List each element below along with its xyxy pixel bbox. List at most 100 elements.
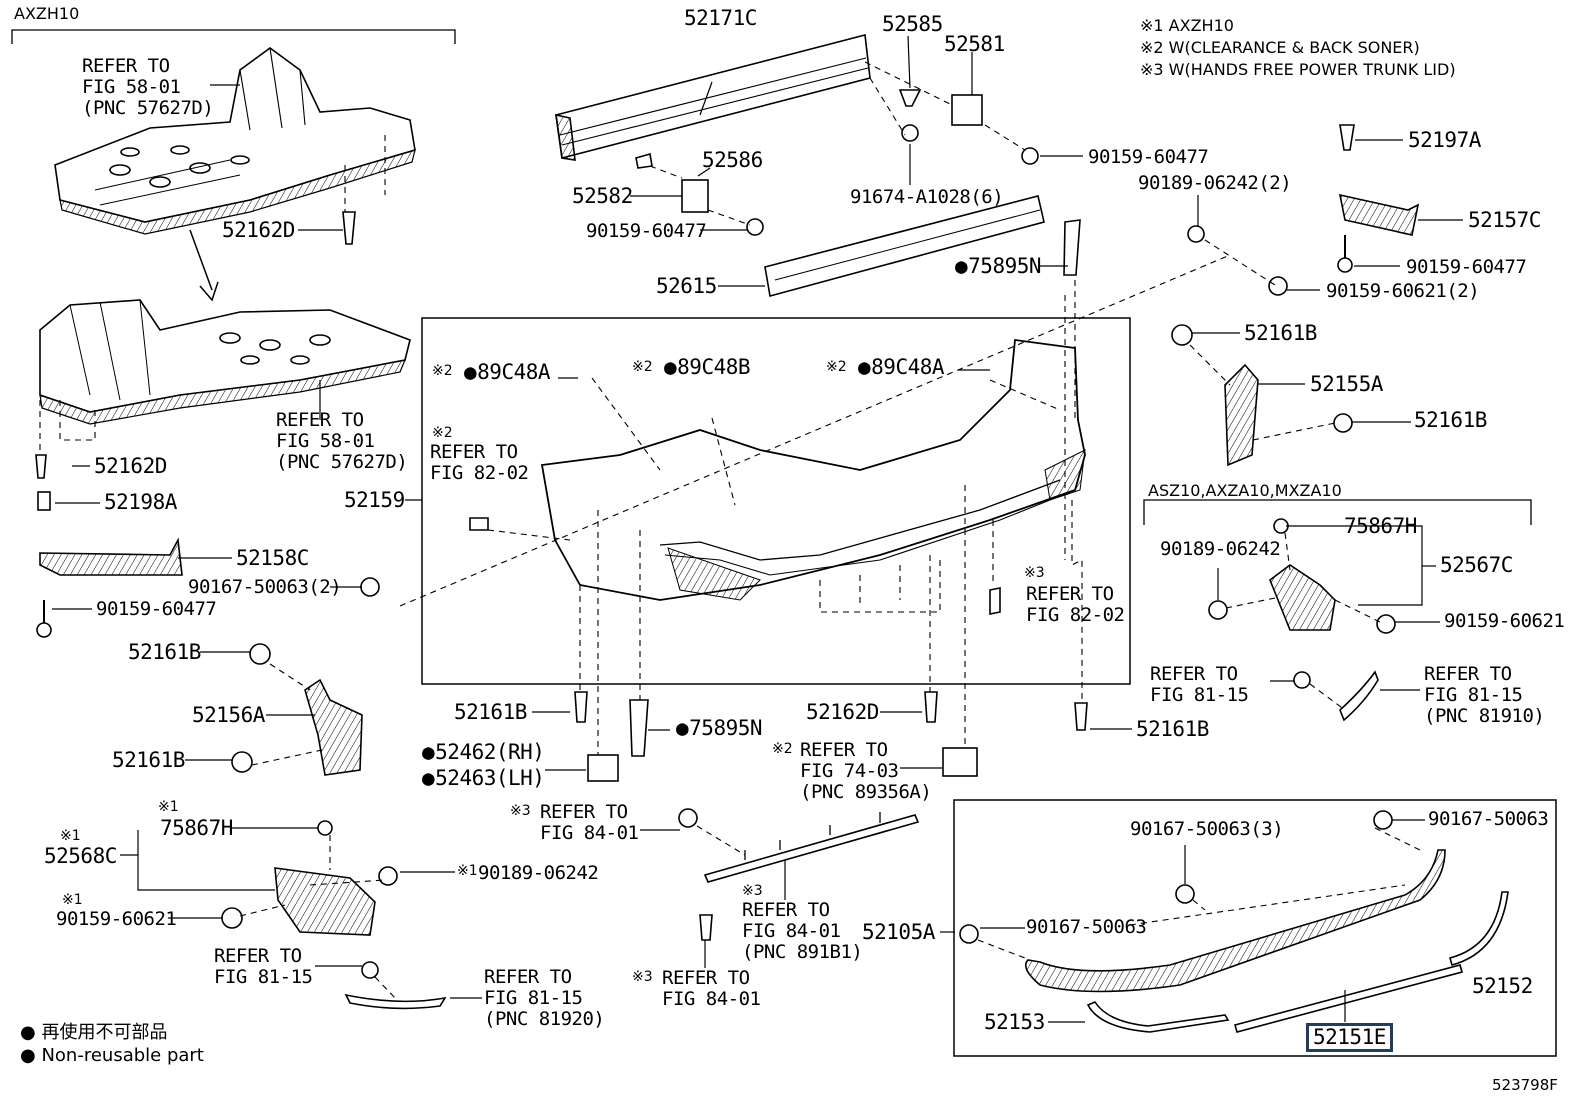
dashed-lines: [39, 61, 1421, 999]
note-2: ※2 W(CLEARANCE & BACK SONER): [1140, 38, 1420, 57]
part-52197A: 52197A: [1408, 128, 1481, 152]
bumper-cover-group-box: [421, 317, 1131, 685]
note-mark-fig-82-02-left: ※2: [432, 425, 453, 441]
note-mark-fig-84-01-c: ※3: [632, 969, 653, 985]
ref-fig-82-02-left: REFER TO FIG 82-02: [430, 441, 529, 484]
note-mark-89C48A-right: ※2: [826, 359, 847, 375]
part-89C48A-right: 89C48A: [858, 357, 944, 378]
upper-brackets: [635, 89, 1081, 298]
part-52171C: 52171C: [684, 6, 757, 30]
part-52198A: 52198A: [104, 490, 177, 514]
part-90167-50063-left: 90167-50063: [1026, 916, 1147, 938]
part-90159-60477-right: 90159-60477: [1406, 256, 1527, 278]
part-52105A: 52105A: [862, 920, 935, 944]
part-89C48A-left: 89C48A: [464, 362, 550, 383]
part-52463-lh: 52463(LH): [422, 768, 545, 789]
part-90159-60477-left: 90159-60477: [96, 598, 217, 620]
arrow-down: [189, 229, 219, 302]
part-52158C: 52158C: [236, 546, 309, 570]
ref-fig-74-03: REFER TO FIG 74-03 (PNC 89356A): [800, 739, 932, 803]
ref-fig-81-15-right-b: REFER TO FIG 81-15 (PNC 81910): [1424, 663, 1545, 727]
part-52161B-left-upper: 52161B: [128, 640, 201, 664]
part-52567C: 52567C: [1440, 553, 1513, 577]
part-75867H-right: 75867H: [1344, 514, 1417, 538]
part-52156A: 52156A: [192, 703, 265, 727]
legend-dot-icon: ●: [20, 1022, 36, 1043]
part-90167-50063-top-right: 90167-50063: [1428, 808, 1549, 830]
note-mark-89C48A-left: ※2: [432, 363, 453, 379]
legend-en: ● Non-reusable part: [20, 1047, 204, 1065]
part-75867H-left: 75867H: [160, 816, 233, 840]
part-90159-60621-left: 90159-60621: [56, 908, 177, 930]
engine-under-cover-top: [54, 47, 416, 235]
ref-fig-81-15-right-a: REFER TO FIG 81-15: [1150, 663, 1249, 706]
left-small-parts: [35, 211, 447, 1010]
part-90189-06242-left: 90189-06242: [478, 862, 599, 884]
ref-fig-84-01-c: REFER TO FIG 84-01: [662, 967, 761, 1010]
part-52153: 52153: [984, 1010, 1045, 1034]
bracket-52567C: [1208, 518, 1396, 722]
part-52581: 52581: [944, 32, 1005, 56]
part-52159: 52159: [344, 488, 405, 512]
note-mark-90159-60621: ※1: [62, 892, 83, 908]
part-52151E-highlighted: 52151E: [1306, 1023, 1393, 1052]
part-52161B-bottom-left: 52161B: [454, 700, 527, 724]
lower-spoiler: [959, 810, 1509, 1033]
figure-id: 523798F: [1492, 1076, 1558, 1094]
note-mark-52568C: ※1: [60, 828, 81, 844]
legend-dot-icon: ●: [20, 1045, 36, 1066]
part-90189-06242-right: 90189-06242: [1160, 538, 1281, 560]
part-90159-60477-center: 90159-60477: [586, 220, 707, 242]
right-upper-retainers: [1171, 124, 1420, 467]
part-52157C: 52157C: [1468, 208, 1541, 232]
legend-jp: ● 再使用不可部品: [20, 1024, 167, 1042]
ref-fig-58-01-top: REFER TO FIG 58-01 (PNC 57627D): [82, 55, 214, 119]
ref-fig-81-15-left-a: REFER TO FIG 81-15: [214, 945, 313, 988]
part-90167-50063-2: 90167-50063(2): [188, 576, 342, 598]
part-52161B-right-top: 52161B: [1244, 321, 1317, 345]
lower-spoiler-group-box: [953, 799, 1557, 1057]
axzh10-header: AXZH10: [14, 4, 80, 23]
reinforcement-bar: [555, 33, 871, 161]
note-mark-75867H: ※1: [158, 799, 179, 815]
part-90159-60621-2: 90159-60621(2): [1326, 280, 1480, 302]
legend-jp-text: 再使用不可部品: [41, 1022, 168, 1043]
note-mark-fig-82-02-right: ※3: [1024, 565, 1045, 581]
asz10-bracket: [1143, 499, 1532, 525]
wire-harness: [678, 808, 920, 941]
note-1: ※1 AXZH10: [1140, 16, 1234, 35]
ref-fig-82-02-right: REFER TO FIG 82-02: [1026, 583, 1125, 626]
bumper-cover: [540, 338, 1086, 601]
part-52568C: 52568C: [44, 844, 117, 868]
part-52155A: 52155A: [1310, 372, 1383, 396]
part-90159-60477-upper-right: 90159-60477: [1088, 146, 1209, 168]
note-3: ※3 W(HANDS FREE POWER TRUNK LID): [1140, 60, 1456, 79]
ref-fig-84-01-a: REFER TO FIG 84-01: [540, 801, 639, 844]
axzh10-bracket: [11, 29, 456, 44]
leader-lines: [52, 35, 1463, 1023]
note-mark-fig-84-01-b: ※3: [742, 883, 763, 899]
part-52162D-bottom: 52162D: [806, 700, 879, 724]
part-75895N-lower: 75895N: [676, 718, 762, 739]
note-mark-fig-84-01-a: ※3: [510, 803, 531, 819]
legend-en-text: Non-reusable part: [41, 1045, 204, 1066]
part-52152: 52152: [1472, 974, 1533, 998]
part-89C48B: 89C48B: [664, 357, 750, 378]
part-52586: 52586: [702, 148, 763, 172]
part-52585: 52585: [882, 12, 943, 36]
part-52615: 52615: [656, 274, 717, 298]
part-52462-rh: 52462(RH): [422, 742, 545, 763]
part-52162D-left: 52162D: [94, 454, 167, 478]
part-52161B-right-mid: 52161B: [1414, 408, 1487, 432]
part-52161B-bottom-right: 52161B: [1136, 717, 1209, 741]
part-91674-A1028: 91674-A1028(6): [850, 186, 1004, 208]
part-90159-60621-right: 90159-60621: [1444, 610, 1565, 632]
part-75895N-upper: 75895N: [955, 256, 1041, 277]
part-52161B-left-lower: 52161B: [112, 748, 185, 772]
asz10-header: ASZ10,AXZA10,MXZA10: [1148, 481, 1342, 500]
note-mark-fig-74-03: ※2: [772, 741, 793, 757]
part-52162D-top: 52162D: [222, 218, 295, 242]
part-90167-50063-3: 90167-50063(3): [1130, 818, 1284, 840]
